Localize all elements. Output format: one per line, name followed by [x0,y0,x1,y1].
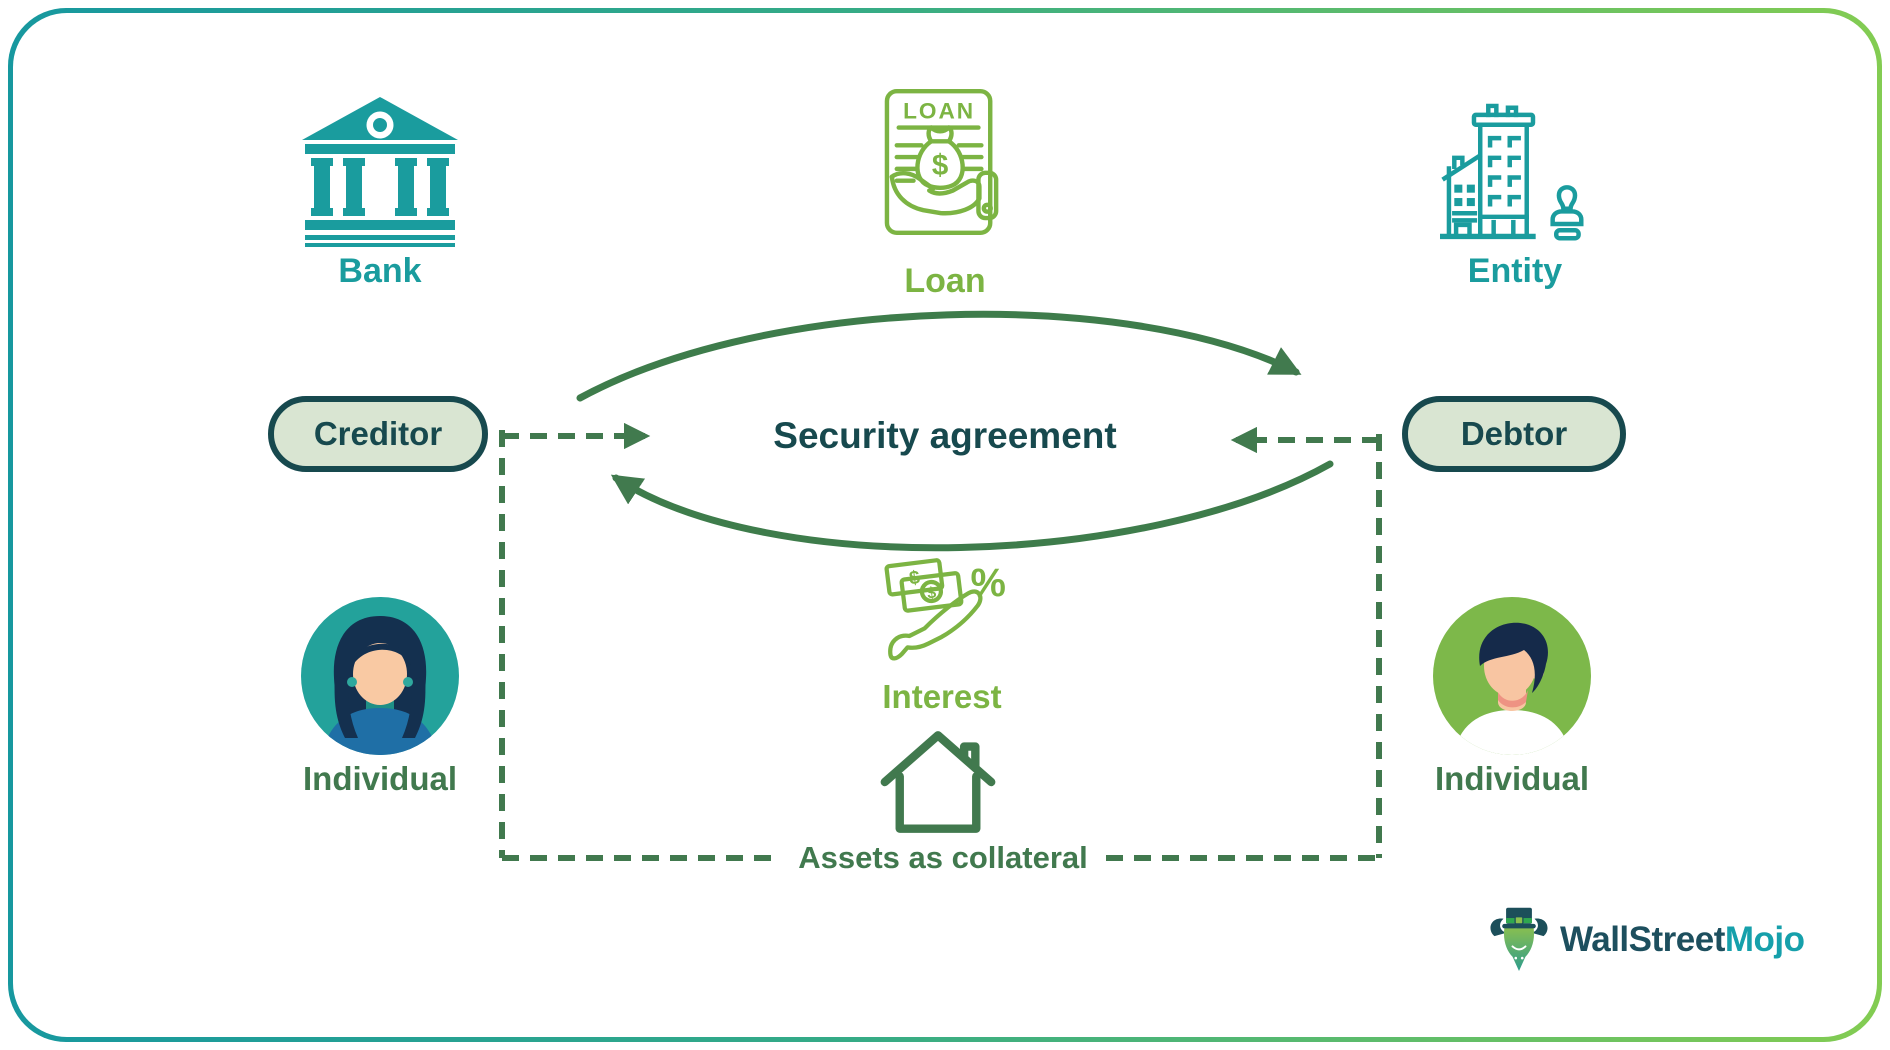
security-agreement-label: Security agreement [773,415,1117,456]
loan-document-icon: LOAN $ [884,88,1004,236]
female-avatar [300,596,460,756]
interest-label: Interest [882,678,1002,715]
logo-text-primary: WallStreet [1560,920,1725,959]
loan-label: Loan [904,262,986,300]
debtor-pill: Debtor [1402,396,1626,472]
loan-flow-arc [576,310,1302,402]
loan-bag-dollar: $ [932,149,948,182]
logo-text-secondary: Mojo [1724,920,1805,959]
male-avatar [1432,596,1592,756]
bill-dollar-front: $ [926,584,937,603]
wallstreetmojo-bull-icon [1488,906,1550,974]
creditor-label: Creditor [313,415,443,452]
debtor-label: Debtor [1460,415,1568,452]
entity-label: Entity [1467,252,1563,290]
creditor-pill: Creditor [268,396,488,472]
repayment-flow-arc [610,460,1334,552]
collateral-label: Assets as collateral [798,840,1088,875]
house-icon [877,726,999,838]
logo-wordmark: WallStreetMojo [1560,920,1805,960]
bank-label: Bank [338,252,422,290]
loan-doc-title: LOAN [903,99,975,124]
debtor-individual-label: Individual [1434,760,1590,797]
wallstreetmojo-logo: WallStreetMojo [1488,906,1805,974]
percent-symbol: % [970,561,1005,605]
bank-icon [300,95,460,247]
creditor-individual-label: Individual [302,760,458,797]
office-building-stamp-icon [1440,100,1592,246]
hand-money-percent-icon: $ $ % [881,556,1009,678]
